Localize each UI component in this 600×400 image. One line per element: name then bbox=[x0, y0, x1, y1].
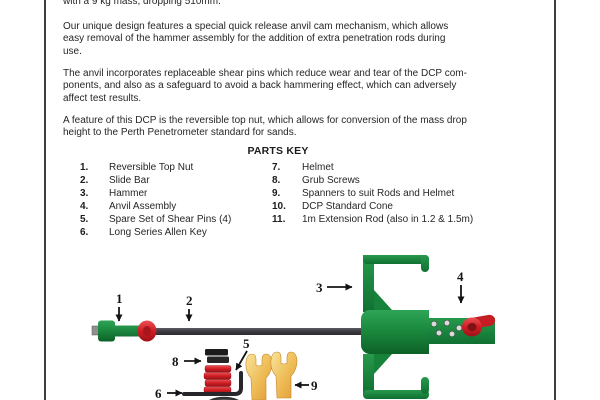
part-label: Helmet bbox=[302, 162, 334, 173]
part-number: 9. bbox=[272, 188, 281, 199]
body-text-line: use. bbox=[63, 45, 82, 57]
parts-key-item-3: 3. Hammer bbox=[80, 187, 231, 200]
parts-key-item-11: 11. 1m Extension Rod (also in 1.2 & 1.5m… bbox=[272, 213, 473, 226]
body-text-line: Our unique design features a special qui… bbox=[63, 21, 449, 32]
paragraph-reversible-top-nut: A feature of this DCP is the reversible … bbox=[63, 115, 503, 140]
shear-pins bbox=[203, 365, 232, 394]
paragraph-anvil-shear-pins: The anvil incorporates replaceable shear… bbox=[63, 68, 503, 105]
part-label: Grub Screws bbox=[302, 175, 360, 186]
body-text-line: height to the Perth Penetrometer standar… bbox=[63, 127, 297, 139]
callout-9-label: 9 bbox=[311, 378, 318, 393]
callout-2-label: 2 bbox=[186, 293, 193, 308]
body-text-line: The anvil incorporates replaceable shear… bbox=[63, 68, 467, 79]
anvil-pins bbox=[430, 319, 463, 338]
parts-key-left-column: 1. Reversible Top Nut 2. Slide Bar 3. Ha… bbox=[80, 161, 231, 239]
callout-5-arrow-icon bbox=[235, 350, 248, 371]
parts-key-item-4: 4. Anvil Assembly bbox=[80, 200, 231, 213]
part-number: 11. bbox=[272, 214, 286, 225]
body-text-line: with a 9 kg mass, dropping 510mm. bbox=[63, 0, 221, 7]
grub-screws bbox=[205, 349, 229, 363]
part-label: 1m Extension Rod (also in 1.2 & 1.5m) bbox=[302, 214, 474, 225]
callout-5-label: 5 bbox=[243, 336, 250, 351]
parts-key-heading: PARTS KEY bbox=[247, 145, 309, 157]
hammer-assembly bbox=[361, 255, 429, 399]
part-number: 8. bbox=[272, 175, 281, 186]
part-number: 2. bbox=[80, 175, 89, 186]
part-number: 10. bbox=[272, 201, 286, 212]
paragraph-unique-design: Our unique design features a special qui… bbox=[63, 21, 503, 58]
callout-4-label: 4 bbox=[457, 269, 464, 284]
part-number: 6. bbox=[80, 227, 89, 238]
body-text-line: ponents, and also as a safeguard to avoi… bbox=[63, 80, 457, 92]
parts-key-item-7: 7. Helmet bbox=[272, 161, 473, 174]
reversible-top-nut bbox=[91, 320, 157, 342]
callout-3-label: 3 bbox=[316, 280, 323, 295]
allen-key bbox=[182, 371, 243, 396]
part-label: Long Series Allen Key bbox=[109, 227, 207, 238]
page-border-right bbox=[554, 0, 556, 400]
callout-8-label: 8 bbox=[172, 354, 179, 369]
part-number: 5. bbox=[80, 214, 89, 225]
part-label: DCP Standard Cone bbox=[302, 201, 393, 212]
part-number: 3. bbox=[80, 188, 89, 199]
slide-bar-rod bbox=[154, 328, 366, 335]
parts-key-right-column: 7. Helmet 8. Grub Screws 9. Spanners to … bbox=[272, 161, 473, 226]
body-text-line: easy removal of the hammer assembly for … bbox=[63, 33, 446, 45]
part-number: 7. bbox=[272, 162, 281, 173]
callout-6-label: 6 bbox=[155, 386, 162, 400]
parts-key-item-10: 10. DCP Standard Cone bbox=[272, 200, 473, 213]
callouts: 1 2 3 4 5 6 8 9 bbox=[115, 269, 465, 400]
dcp-parts-illustration: 1 2 3 4 5 6 8 9 bbox=[91, 255, 496, 400]
callout-1-label: 1 bbox=[116, 291, 123, 306]
spanners bbox=[245, 351, 298, 400]
parts-key-item-6: 6. Long Series Allen Key bbox=[80, 226, 231, 239]
parts-key-item-5: 5. Spare Set of Shear Pins (4) bbox=[80, 213, 231, 226]
part-number: 1. bbox=[80, 162, 89, 173]
part-label: Hammer bbox=[109, 188, 148, 199]
parts-key-item-1: 1. Reversible Top Nut bbox=[80, 161, 231, 174]
part-label: Spanners to suit Rods and Helmet bbox=[302, 188, 455, 199]
part-label: Spare Set of Shear Pins (4) bbox=[109, 214, 232, 225]
anvil-cam-assembly bbox=[428, 314, 496, 344]
parts-key-item-9: 9. Spanners to suit Rods and Helmet bbox=[272, 187, 473, 200]
parts-key-item-8: 8. Grub Screws bbox=[272, 174, 473, 187]
body-text-line: A feature of this DCP is the reversible … bbox=[63, 115, 467, 126]
cam-lever bbox=[462, 314, 496, 337]
page-border-left bbox=[44, 0, 46, 400]
part-number: 4. bbox=[80, 201, 89, 212]
part-label: Slide Bar bbox=[109, 175, 150, 186]
body-text-line: affect test results. bbox=[63, 92, 142, 104]
parts-key-item-2: 2. Slide Bar bbox=[80, 174, 231, 187]
part-label: Reversible Top Nut bbox=[109, 162, 194, 173]
part-label: Anvil Assembly bbox=[109, 201, 177, 212]
paragraph-top-partial: with a 9 kg mass, dropping 510mm. bbox=[63, 0, 503, 8]
